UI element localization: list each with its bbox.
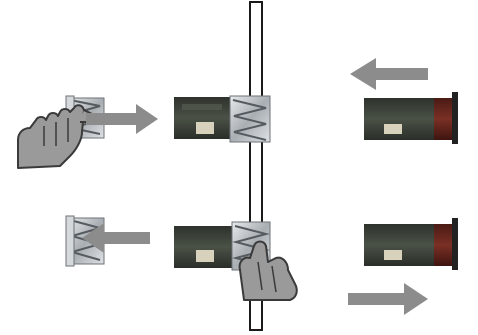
spring-clip-icon (229, 95, 271, 143)
arrow-left-icon (82, 223, 150, 253)
hand-icon (17, 104, 94, 169)
cartridge-icon (174, 97, 234, 139)
arrow-right-icon (86, 104, 158, 134)
arrow-left-icon (350, 58, 428, 90)
cartridge-icon (364, 92, 458, 144)
cartridge-icon (364, 218, 458, 270)
hand-icon (238, 240, 298, 301)
cartridge-icon (174, 226, 234, 268)
arrow-right-icon (348, 283, 428, 315)
